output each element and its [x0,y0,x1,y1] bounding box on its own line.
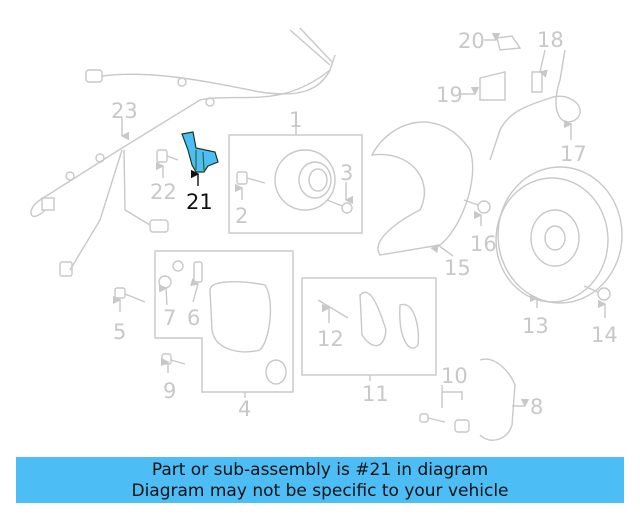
callout-22[interactable]: 22 [150,180,177,204]
callout-2[interactable]: 2 [235,204,249,228]
guide-pin-part-10 [419,413,470,433]
callout-15[interactable]: 15 [444,256,471,280]
clip-part-18 [531,71,543,93]
callout-14[interactable]: 14 [591,323,618,347]
caliper-box-part-4 [154,250,294,393]
brake-caliper [209,281,272,353]
callout-19[interactable]: 19 [436,83,463,107]
wear-sensor-part-12 [317,299,349,319]
bolt-part-5 [114,287,146,303]
bolt-part-2 [236,171,266,185]
callout-1[interactable]: 1 [289,108,303,132]
callout-11[interactable]: 11 [362,382,389,406]
wiring-harness-part-23 [30,27,336,277]
brake-pad-inner [359,291,387,347]
bolt-part-22 [156,149,179,163]
bolt-part-3 [326,199,353,214]
callout-18[interactable]: 18 [537,28,564,52]
callout-8[interactable]: 8 [530,395,544,419]
piston-seal [265,359,287,385]
callout-20[interactable]: 20 [458,29,485,53]
callout-12[interactable]: 12 [317,327,344,351]
brake-rotor-part-13 [495,166,623,304]
cap-part-7 [158,260,184,289]
callout-9[interactable]: 9 [163,379,177,403]
callout-4[interactable]: 4 [238,397,252,421]
highlighted-part-21-sensor [181,131,219,173]
bleeder-part-6 [193,261,203,283]
callout-21-highlighted[interactable]: 21 [186,190,213,214]
callout-23[interactable]: 23 [111,99,138,123]
callout-5[interactable]: 5 [113,320,127,344]
info-banner: Part or sub-assembly is #21 in diagram D… [16,457,624,503]
callout-6[interactable]: 6 [187,306,201,330]
brake-hose-part-17 [489,49,581,161]
splash-shield-part-15 [370,121,474,256]
bolt-part-9 [161,353,186,365]
bolt-part-14 [583,285,611,301]
brake-pad-outer [399,303,420,349]
banner-line-part-number: Part or sub-assembly is #21 in diagram [151,460,489,480]
callout-7[interactable]: 7 [163,306,177,330]
bracket-part-20 [496,35,522,51]
callout-3[interactable]: 3 [340,161,354,185]
bracket-part-19 [479,71,506,101]
bolt-part-16 [463,199,491,214]
brake-pad-box-part-11 [301,277,437,376]
callout-17[interactable]: 17 [560,142,587,166]
callout-10[interactable]: 10 [441,364,468,388]
callout-16[interactable]: 16 [470,232,497,256]
banner-line-disclaimer: Diagram may not be specific to your vehi… [131,481,509,501]
callout-13[interactable]: 13 [522,314,549,338]
wheel-hub-bearing [274,149,336,211]
caliper-bracket-part-8 [479,358,516,441]
